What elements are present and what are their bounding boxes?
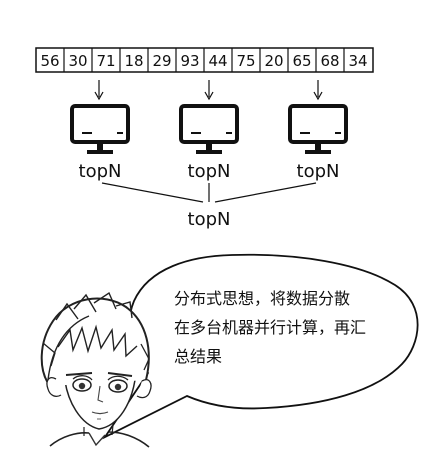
speech-line: 在多台机器并行计算，再汇 xyxy=(174,318,367,337)
machine-topn-label: topN xyxy=(79,161,122,182)
array-cell-value: 30 xyxy=(68,52,87,70)
machine-topn-label: topN xyxy=(188,161,231,182)
monitor-icon xyxy=(288,104,348,154)
speech-bubble-text: 分布式思想，将数据分散 在多台机器并行计算，再汇 总结果 xyxy=(174,284,392,371)
array-cell-value: 68 xyxy=(320,52,339,70)
merge-connector xyxy=(101,182,317,203)
array-cell-value: 93 xyxy=(180,52,199,70)
array-cell-value: 18 xyxy=(124,52,143,70)
arrow-down-icon xyxy=(94,80,104,101)
speech-line: 分布式思想，将数据分散 xyxy=(174,289,351,308)
array-cell-value: 75 xyxy=(236,52,255,70)
arrow-down-icon xyxy=(313,80,323,101)
array-cell-value: 29 xyxy=(152,52,171,70)
array-cell-value: 65 xyxy=(292,52,311,70)
monitor-icon xyxy=(179,104,239,154)
anime-boy-portrait xyxy=(40,291,152,448)
monitor-icon xyxy=(70,104,130,154)
array-cell-value: 20 xyxy=(264,52,283,70)
speech-bubble xyxy=(102,253,419,440)
array-cell-value: 34 xyxy=(348,52,367,70)
number-array: 56 30 71 18 29 93 44 75 20 65 68 34 xyxy=(35,47,374,73)
array-cell-value: 56 xyxy=(40,52,59,70)
arrow-down-icon xyxy=(204,80,214,101)
array-cell-value: 44 xyxy=(208,52,227,70)
array-cell-value: 71 xyxy=(96,52,115,70)
machine-topn-label: topN xyxy=(297,161,340,182)
speech-line: 总结果 xyxy=(174,347,223,366)
result-topn-label: topN xyxy=(188,209,231,230)
